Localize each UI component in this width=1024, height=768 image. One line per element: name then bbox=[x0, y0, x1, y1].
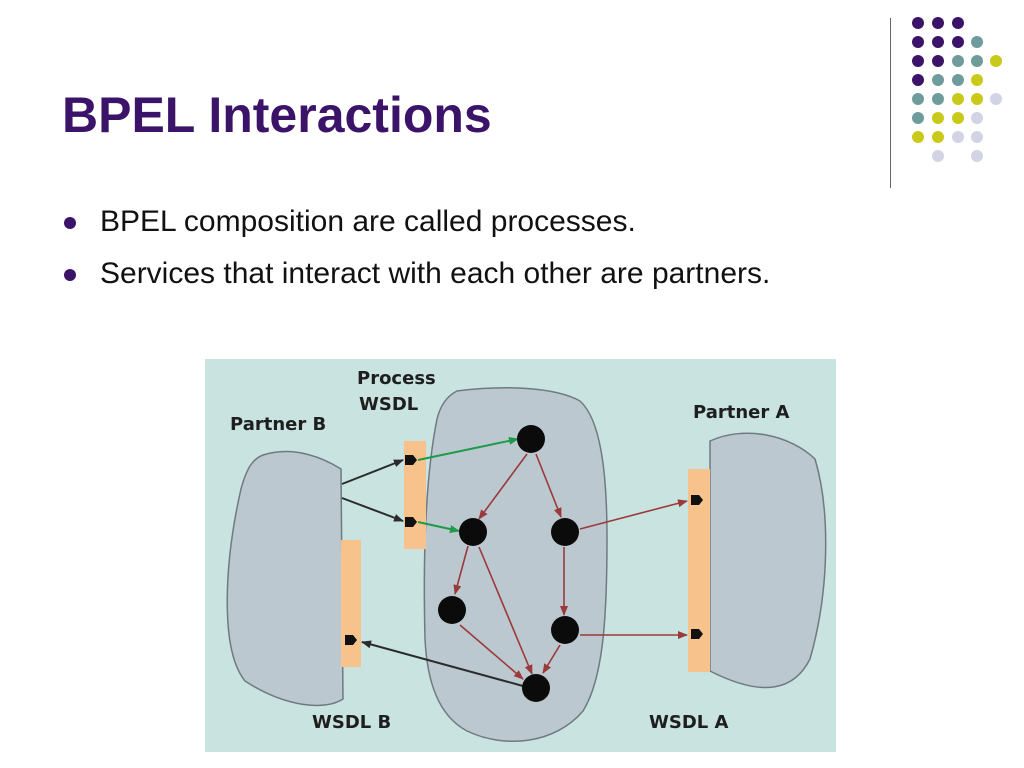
arrow-internal bbox=[453, 545, 469, 595]
port-connector bbox=[691, 629, 703, 639]
arrow-inbound bbox=[417, 521, 460, 533]
deco-dot bbox=[952, 93, 964, 105]
wsdl-b-label: WSDL B bbox=[312, 712, 391, 733]
bullet-text: Services that interact with each other a… bbox=[100, 257, 771, 290]
decorative-dot-grid bbox=[912, 17, 1002, 162]
deco-dot bbox=[971, 74, 983, 86]
arrow-internal bbox=[478, 546, 533, 675]
bullet-text: BPEL composition are called processes. bbox=[100, 205, 636, 238]
port-connector bbox=[405, 455, 417, 465]
process-wsdl-label-line2: WSDL bbox=[359, 394, 418, 415]
deco-dot bbox=[952, 112, 964, 124]
activity-node bbox=[522, 674, 550, 702]
deco-dot bbox=[912, 74, 924, 86]
deco-dot bbox=[971, 131, 983, 143]
deco-dot bbox=[932, 17, 944, 29]
deco-dot bbox=[990, 93, 1002, 105]
deco-dot bbox=[912, 55, 924, 67]
wsdl-a-label: WSDL A bbox=[649, 712, 728, 733]
process-shape bbox=[423, 387, 608, 742]
deco-dot bbox=[952, 131, 964, 143]
port-connector bbox=[691, 495, 703, 505]
deco-dot bbox=[912, 36, 924, 48]
deco-dot bbox=[952, 55, 964, 67]
deco-dot bbox=[952, 74, 964, 86]
bullet-item: BPEL composition are called processes. bbox=[62, 196, 770, 248]
arrow-internal bbox=[459, 624, 524, 680]
arrow-process-to-partner-a bbox=[579, 499, 688, 530]
arrow-partner-b-to-process bbox=[341, 497, 404, 522]
partner-a-shape bbox=[709, 432, 827, 689]
deco-dot bbox=[932, 74, 944, 86]
deco-dot bbox=[932, 36, 944, 48]
port-connector bbox=[345, 635, 357, 645]
partner-a-wsdl-port-bar bbox=[688, 469, 710, 672]
activity-node bbox=[459, 518, 487, 546]
deco-dot bbox=[971, 150, 983, 162]
activity-node bbox=[438, 596, 466, 624]
deco-dot bbox=[952, 36, 964, 48]
deco-dot bbox=[971, 112, 983, 124]
partner-b-shape bbox=[226, 450, 344, 707]
deco-dot bbox=[912, 131, 924, 143]
port-connector bbox=[405, 517, 417, 527]
deco-dot bbox=[932, 93, 944, 105]
arrow-internal bbox=[535, 453, 562, 518]
deco-dot bbox=[971, 55, 983, 67]
partner-a-label: Partner A bbox=[693, 402, 790, 423]
deco-dot bbox=[990, 55, 1002, 67]
arrow-partner-b-to-process bbox=[341, 459, 404, 485]
title-divider-line bbox=[890, 18, 891, 188]
bullet-item: Services that interact with each other a… bbox=[62, 248, 770, 300]
bullet-list: BPEL composition are called processes. S… bbox=[62, 196, 770, 300]
deco-dot bbox=[932, 131, 944, 143]
deco-dot bbox=[971, 36, 983, 48]
arrow-internal bbox=[542, 644, 561, 674]
slide-title: BPEL Interactions bbox=[62, 87, 492, 143]
deco-dot bbox=[932, 150, 944, 162]
bullet-dot-icon bbox=[64, 269, 76, 281]
activity-node bbox=[551, 616, 579, 644]
partner-b-wsdl-port-bar bbox=[341, 540, 361, 667]
deco-dot bbox=[932, 55, 944, 67]
partner-b-label: Partner B bbox=[230, 414, 326, 435]
arrow-internal bbox=[478, 453, 528, 520]
deco-dot bbox=[932, 112, 944, 124]
deco-dot bbox=[912, 112, 924, 124]
deco-dot bbox=[971, 93, 983, 105]
activity-node bbox=[517, 425, 545, 453]
deco-dot bbox=[952, 17, 964, 29]
process-wsdl-label-line1: Process bbox=[357, 368, 436, 389]
bpel-interaction-diagram: Process WSDL Partner B Partner A WSDL B … bbox=[205, 359, 836, 752]
arrow-inbound bbox=[417, 436, 519, 461]
bullet-dot-icon bbox=[64, 217, 76, 229]
activity-node bbox=[551, 518, 579, 546]
arrow-process-to-partner-b bbox=[361, 640, 524, 687]
deco-dot bbox=[912, 17, 924, 29]
deco-dot bbox=[912, 93, 924, 105]
